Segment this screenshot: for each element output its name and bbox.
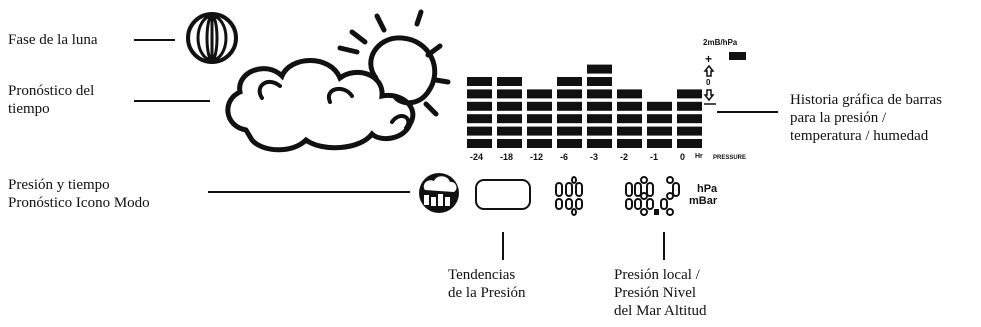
digit-segment — [640, 192, 648, 200]
bar-segment — [557, 139, 582, 148]
bar-segment — [617, 89, 642, 99]
bar-segment — [677, 114, 702, 124]
digit-segment — [555, 182, 563, 197]
mode-icon-label: Presión y tiempo Pronóstico Icono Modo — [8, 177, 150, 211]
bar-segment — [617, 114, 642, 124]
hour-tick-label: -6 — [560, 152, 569, 162]
bar-segment — [647, 101, 672, 111]
bar-segment — [587, 139, 612, 148]
bar-segment — [677, 101, 702, 111]
pressure-trend-indicator — [475, 179, 531, 210]
legend-up-arrow-icon — [703, 64, 715, 77]
bar-segment — [467, 101, 492, 111]
bar-segment — [617, 126, 642, 136]
unit-mbar: mBar — [689, 195, 718, 207]
bar-segment — [617, 139, 642, 148]
digit-segment — [646, 198, 654, 210]
digit-segment — [646, 182, 654, 197]
digit-segment — [666, 176, 674, 184]
legend-down-arrow-icon — [703, 89, 715, 102]
bar-segment — [587, 101, 612, 111]
pressure-label: PRESSURE — [713, 155, 747, 161]
bar-segment — [587, 89, 612, 99]
digits-left — [555, 176, 583, 216]
bar-segment — [527, 101, 552, 111]
bar-segment — [617, 101, 642, 111]
digit-segment — [575, 182, 583, 197]
bar-segment — [587, 64, 612, 74]
digit-segment — [634, 182, 642, 197]
bar-segment — [647, 126, 672, 136]
bar-segment — [587, 126, 612, 136]
mode-icon — [419, 171, 461, 213]
decimal-point — [654, 209, 659, 215]
trend-label: Tendencias de la Presión — [448, 267, 526, 301]
bar-segment — [527, 89, 552, 99]
bar-segment — [467, 139, 492, 148]
digits-right — [625, 176, 680, 216]
bar-segment — [497, 139, 522, 148]
hour-tick-label: -3 — [590, 152, 599, 162]
bar-segment — [557, 114, 582, 124]
bar-segment — [497, 126, 522, 136]
bar-segment — [587, 77, 612, 86]
bar-segment — [467, 89, 492, 99]
bar-segment — [497, 101, 522, 111]
forecast-label: Pronóstico del tiempo — [8, 83, 95, 117]
bar-segment — [677, 89, 702, 99]
bar-segment — [557, 89, 582, 99]
digit-segment — [672, 182, 680, 197]
bar-segment — [557, 77, 582, 86]
digit-segment — [575, 198, 583, 210]
digit-segment — [571, 176, 577, 184]
hour-tick-label: 0 — [680, 152, 686, 162]
bar-segment — [467, 126, 492, 136]
history-label: Historia gráfica de barras para la presi… — [790, 92, 943, 144]
bar-segment — [647, 139, 672, 148]
digit-segment — [640, 208, 648, 216]
digit-segment — [565, 182, 573, 197]
moon-phase-icon — [186, 12, 238, 64]
scale-indicator-bar — [729, 52, 746, 60]
hr-label: Hr — [695, 153, 703, 160]
legend-plus: + — [705, 52, 713, 66]
digit-segment — [625, 182, 633, 197]
digit-segment — [625, 198, 633, 210]
bar-segment — [677, 126, 702, 136]
unit-hpa: hPa — [697, 183, 718, 195]
hour-tick-label: -2 — [620, 152, 629, 162]
bar-segment — [677, 139, 702, 148]
digit-segment — [660, 198, 668, 210]
bar-segment — [497, 114, 522, 124]
digit-segment — [571, 208, 577, 216]
digit-segment — [666, 208, 674, 216]
bar-segment — [587, 114, 612, 124]
hour-tick-label: -1 — [650, 152, 659, 162]
hour-tick-label: -24 — [470, 152, 484, 162]
bar-segment — [527, 126, 552, 136]
bar-segment — [527, 114, 552, 124]
local-pressure-label: Presión local / Presión Nivel del Mar Al… — [614, 267, 707, 319]
digit-segment — [555, 198, 563, 210]
scale-label: 2mB/hPa — [703, 38, 738, 47]
sun-cloud-icon — [225, 9, 451, 153]
moon-phase-label: Fase de la luna — [8, 32, 98, 48]
bar-segment — [647, 114, 672, 124]
bar-history-chart — [467, 64, 702, 148]
bar-segment — [497, 77, 522, 86]
bar-segment — [467, 77, 492, 86]
bar-segment — [557, 101, 582, 111]
bar-segment — [467, 114, 492, 124]
legend-zero: 0 — [706, 78, 711, 87]
digit-segment — [666, 192, 674, 200]
bar-segment — [527, 139, 552, 148]
hour-tick-label: -18 — [500, 152, 514, 162]
digit-segment — [634, 198, 642, 210]
digit-segment — [565, 198, 573, 210]
digit-segment — [640, 176, 648, 184]
bar-segment — [557, 126, 582, 136]
bar-segment — [497, 89, 522, 99]
hour-tick-label: -12 — [530, 152, 544, 162]
